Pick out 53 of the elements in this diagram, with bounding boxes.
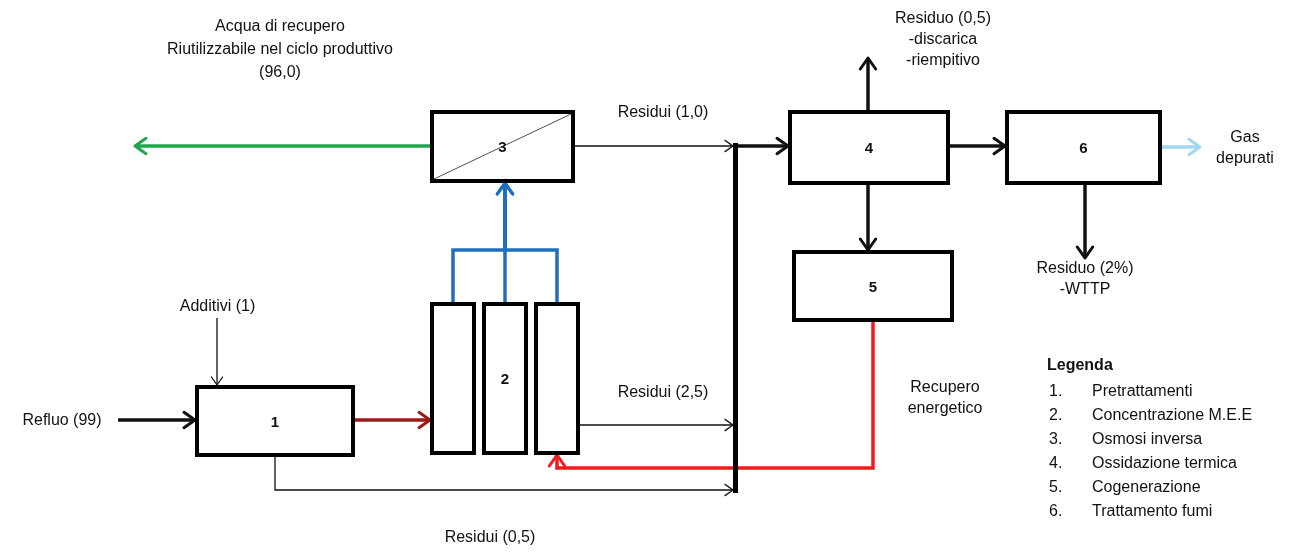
flow-arrow	[950, 136, 1007, 156]
flow-arrow	[579, 418, 734, 432]
process-box	[195, 385, 355, 457]
step-number: 2	[500, 370, 510, 387]
stream-label: Refluo (99)	[22, 409, 102, 430]
stream-label: -riempitivo	[906, 49, 980, 70]
step-number: 3	[498, 138, 507, 155]
column-box	[534, 302, 580, 455]
legend-entry: Cogenerazione	[1092, 478, 1201, 496]
step-number: 1	[270, 412, 280, 430]
legend-entry: Concentrazione M.E.E	[1092, 406, 1253, 424]
column-box	[430, 302, 476, 455]
legend-number: 4.	[1049, 454, 1063, 472]
process-box	[792, 250, 954, 322]
flow-arrow	[355, 410, 432, 430]
flow-arrow	[274, 456, 734, 497]
legend-entry: Pretrattamenti	[1092, 382, 1193, 400]
step-number: 5	[868, 277, 878, 295]
flow-arrow	[495, 181, 559, 302]
stream-label: -discarica	[908, 28, 978, 49]
legend-number: 3.	[1049, 430, 1063, 448]
legend-number: 5.	[1049, 478, 1063, 496]
flow-arrow	[210, 317, 224, 386]
step-number: 4	[864, 139, 874, 156]
legend-number: 6.	[1049, 502, 1063, 520]
stream-label: Riutilizzabile nel ciclo produttivo	[167, 39, 393, 60]
flow-arrow	[1162, 137, 1202, 157]
stream-label: Additivi (1)	[179, 295, 256, 316]
process-box	[430, 110, 575, 183]
flow-arrow	[118, 410, 197, 430]
process-box	[1005, 110, 1162, 185]
legend-entry: Ossidazione termica	[1092, 454, 1237, 472]
flow-arrow	[547, 322, 875, 470]
flow-arrow	[738, 136, 790, 156]
flow-arrow	[1075, 185, 1095, 260]
flow-arrow	[133, 136, 430, 156]
process-box	[482, 302, 528, 455]
legend-entry: Osmosi inversa	[1092, 430, 1203, 448]
stream-label: Residuo (2%)	[1036, 258, 1134, 278]
flow-arrow	[574, 139, 734, 153]
legend-number: 1.	[1049, 382, 1063, 400]
stream-label: -WTTP	[1059, 278, 1111, 299]
stream-label: Gas depurati	[1215, 127, 1275, 168]
flow-arrow	[858, 56, 878, 110]
legend-number: 2.	[1049, 406, 1063, 424]
flow-arrow	[858, 185, 878, 252]
stream-label: (96,0)	[259, 62, 301, 83]
stream-label: Residuo (0,5)	[894, 8, 991, 28]
stream-label: Acqua di recupero	[215, 16, 345, 36]
legend-entry: Trattamento fumi	[1092, 502, 1213, 520]
legend-title: Legenda	[1047, 356, 1113, 374]
process-box	[788, 110, 950, 185]
step-number: 6	[1079, 139, 1088, 156]
